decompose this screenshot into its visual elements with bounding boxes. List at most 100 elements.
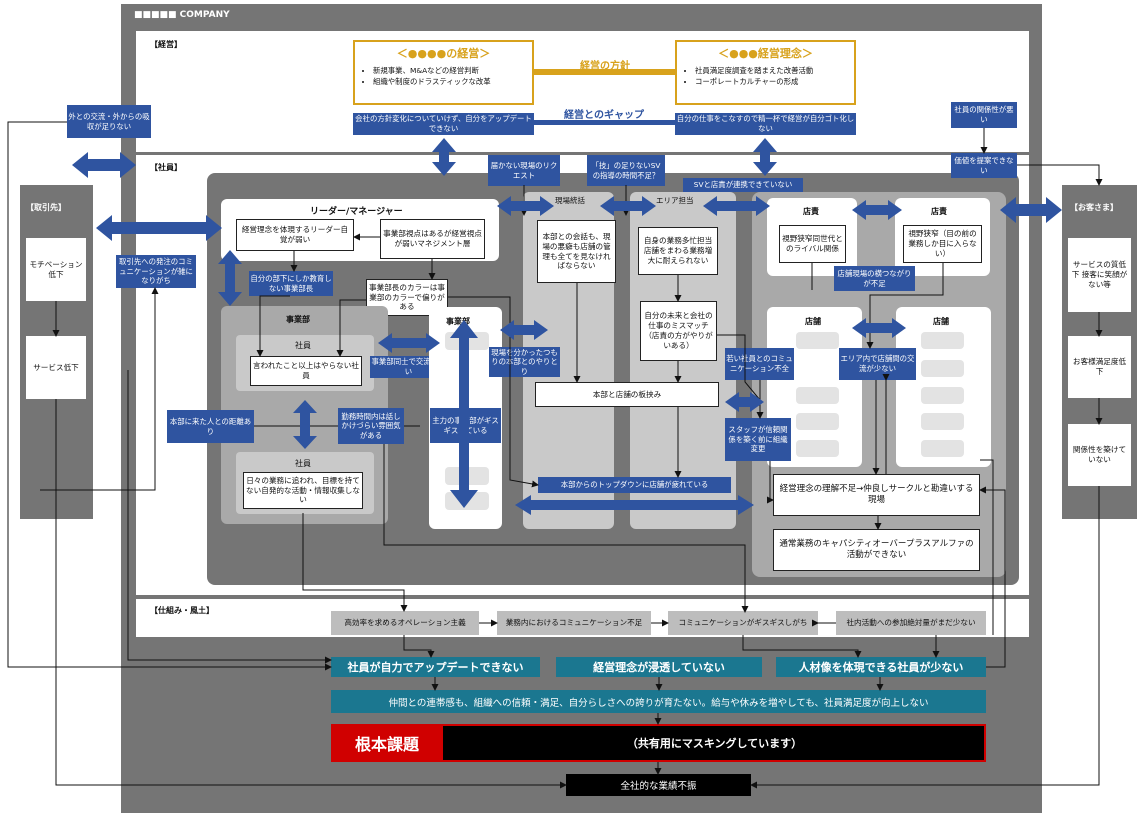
connector-line xyxy=(256,295,290,357)
management-right-title: ＜●●●経営理念＞ xyxy=(718,47,813,60)
company-label: ■■■■■ COMPANY xyxy=(134,10,230,20)
store-box-narrow: 視野狭窄（目の前の業務しか目に入らない） xyxy=(903,225,982,263)
division-blue-div: 事業部同士で交流がない xyxy=(370,356,447,378)
connector-line xyxy=(750,486,1100,789)
store-slot xyxy=(796,440,839,457)
management-right-item: 社員満足度調査を踏まえた改善活動 xyxy=(695,65,854,76)
systems-box-1: 高効率を求めるオペレーション主義 xyxy=(331,611,479,635)
policy-label: 経営の方針 xyxy=(580,61,630,72)
gap-right-box: 自分の仕事をこなすので精一杯で経営が自分ゴト化しない xyxy=(675,113,856,135)
double-arrow xyxy=(497,196,554,216)
connector-line xyxy=(55,399,567,789)
store-slot xyxy=(921,387,964,404)
management-left-item: 新規事業、M&Aなどの経営判断 xyxy=(373,65,532,76)
double-arrow xyxy=(515,495,754,515)
division-emp-label-2: 社員 xyxy=(295,459,311,468)
clients-service: サービス低下 xyxy=(26,336,86,399)
middle-box-self: 自身の業務多忙担当店舗をまわる業務増大に耐えられない xyxy=(638,227,718,275)
systems-box-2: 業務内におけるコミュニケーション不足 xyxy=(497,611,651,635)
store-slot xyxy=(921,332,964,349)
middle-blue-sv-store: SVと店責が連携できていない xyxy=(683,178,803,192)
division-emp-label-1: 社員 xyxy=(295,341,311,350)
store-blue-staff: スタッフが信頼関係を築く前に組織変更 xyxy=(725,418,791,461)
middle-blue-field: 現場を分かったつもりの本部とのやりとり xyxy=(489,347,560,377)
field-label: 現場統括 xyxy=(555,196,585,205)
connector-line xyxy=(127,370,332,664)
root-issue-masked: （共有用にマスキングしています） xyxy=(626,737,803,750)
double-arrow xyxy=(852,318,906,338)
double-arrow xyxy=(1000,197,1062,223)
double-arrow xyxy=(218,250,242,306)
double-arrow xyxy=(852,200,902,220)
double-arrow xyxy=(703,196,770,216)
management-right-card: ＜●●●経営理念＞ 社員満足度調査を踏まえた改善活動 コーポレートカルチャーの形… xyxy=(675,40,856,105)
middle-blue-sv: 「技」の足りないSVの指導の時間不足？ xyxy=(587,155,665,186)
management-right-item: コーポレートカルチャーの形成 xyxy=(695,76,854,87)
connector-line xyxy=(980,459,994,635)
double-arrow xyxy=(96,215,222,241)
store-mgr-label-1: 店責 xyxy=(803,207,819,216)
double-arrow xyxy=(432,138,456,176)
middle-box-sand: 本部と店舗の板挟み xyxy=(535,382,719,407)
connector-line xyxy=(448,296,539,488)
clients-label: 【取引先】 xyxy=(26,203,66,212)
management-left-title: ＜●●●●の経営＞ xyxy=(396,47,491,60)
outer-blue-outside: 外との交流・外からの吸収が足りない xyxy=(67,105,151,138)
issue-3: 人材像を体現できる社員が少ない xyxy=(776,657,986,677)
gap-left-box: 会社の方針変化についていけず、自分をアップデートできない xyxy=(353,113,534,135)
systems-label: 【仕組み・風土】 xyxy=(150,606,214,615)
customers-satisfaction: お客様満足度低下 xyxy=(1068,336,1131,398)
clients-motivation: モチベーション低下 xyxy=(26,238,86,301)
store-slot xyxy=(796,387,839,404)
store-blue-area: エリア内で店舗間の交流が少ない xyxy=(839,348,916,380)
store-slot xyxy=(796,332,839,349)
leader-blue-1: 自分の部下にしか教育しない事業部長 xyxy=(249,271,333,296)
connector-line xyxy=(717,334,761,401)
connector-line xyxy=(1017,164,1103,186)
double-arrow xyxy=(600,196,656,216)
leader-title: リーダー/マネージャー xyxy=(310,207,403,217)
store-slot xyxy=(921,440,964,457)
middle-blue-req: 届かない現場のリクエスト xyxy=(488,155,560,186)
outer-blue-client-comm: 取引先への発注のコミュニケーションが雑になりがち xyxy=(116,255,196,288)
systems-box-3: コミュニケーションがギスギスしがち xyxy=(668,611,818,635)
store-box-rival: 視野狭窄同世代とのライバル関係 xyxy=(779,225,846,263)
store-blue-link: 店舗現場の横つながりが不足 xyxy=(834,266,915,291)
issue-2: 経営理念が浸透していない xyxy=(556,657,762,677)
store-blue-young: 若い社員とのコミュニケーション不全 xyxy=(725,348,794,380)
store-slot xyxy=(921,413,964,430)
employees-label: 【社員】 xyxy=(150,163,182,172)
division-label-1: 事業部 xyxy=(286,315,310,324)
root-issue-label: 根本課題 xyxy=(331,724,443,762)
connector-line xyxy=(403,635,435,658)
middle-blue-topdown: 本部からのトップダウンに店舗が疲れている xyxy=(538,477,731,493)
customers-relationship: 関係性を築けていない xyxy=(1068,424,1131,486)
systems-box-4: 社内活動への参加絶対量がまだ少ない xyxy=(836,611,986,635)
gap-connector xyxy=(534,120,675,125)
management-label: 【経営】 xyxy=(150,40,182,49)
outer-blue-relation: 社員の関係性が悪い xyxy=(951,102,1017,128)
connector-line xyxy=(767,461,774,504)
division-label-2: 事業部 xyxy=(446,317,470,326)
connector-line xyxy=(302,513,408,612)
double-arrow xyxy=(725,392,764,412)
double-arrow xyxy=(450,320,478,508)
management-area xyxy=(136,31,1029,152)
issue-bar: 仲間との連帯感も、組織への信頼・満足、自分らしさへの誇りが育たない。給与や休みを… xyxy=(331,690,986,713)
middle-box-hq: 本部との会話も、現場の悪癖も店舗の管理も全てを見なければならない xyxy=(537,220,616,283)
double-arrow xyxy=(378,333,440,353)
double-arrow xyxy=(293,400,317,449)
division-blue-hq: 本部に来た人との距離あり xyxy=(167,410,254,443)
connector-line xyxy=(40,287,159,491)
connector-line xyxy=(336,299,366,357)
result-box: 全社的な業績不振 xyxy=(566,774,751,796)
double-arrow xyxy=(500,320,548,340)
customers-quality: サービスの質低下 接客に笑顔がない等 xyxy=(1068,238,1131,312)
management-left-card: ＜●●●●の経営＞ 新規事業、M&Aなどの経営判断 組織や制度のドラスティックな… xyxy=(353,40,534,105)
leader-box-2: 事業部視点はあるが経営視点が弱いマネジメント層 xyxy=(380,219,485,259)
store-slot xyxy=(796,413,839,430)
division-blue-work: 勤務時間内は話しかけづらい雰囲気がある xyxy=(338,408,404,444)
policy-connector xyxy=(534,69,675,75)
gap-label: 経営とのギャップ xyxy=(564,110,644,121)
